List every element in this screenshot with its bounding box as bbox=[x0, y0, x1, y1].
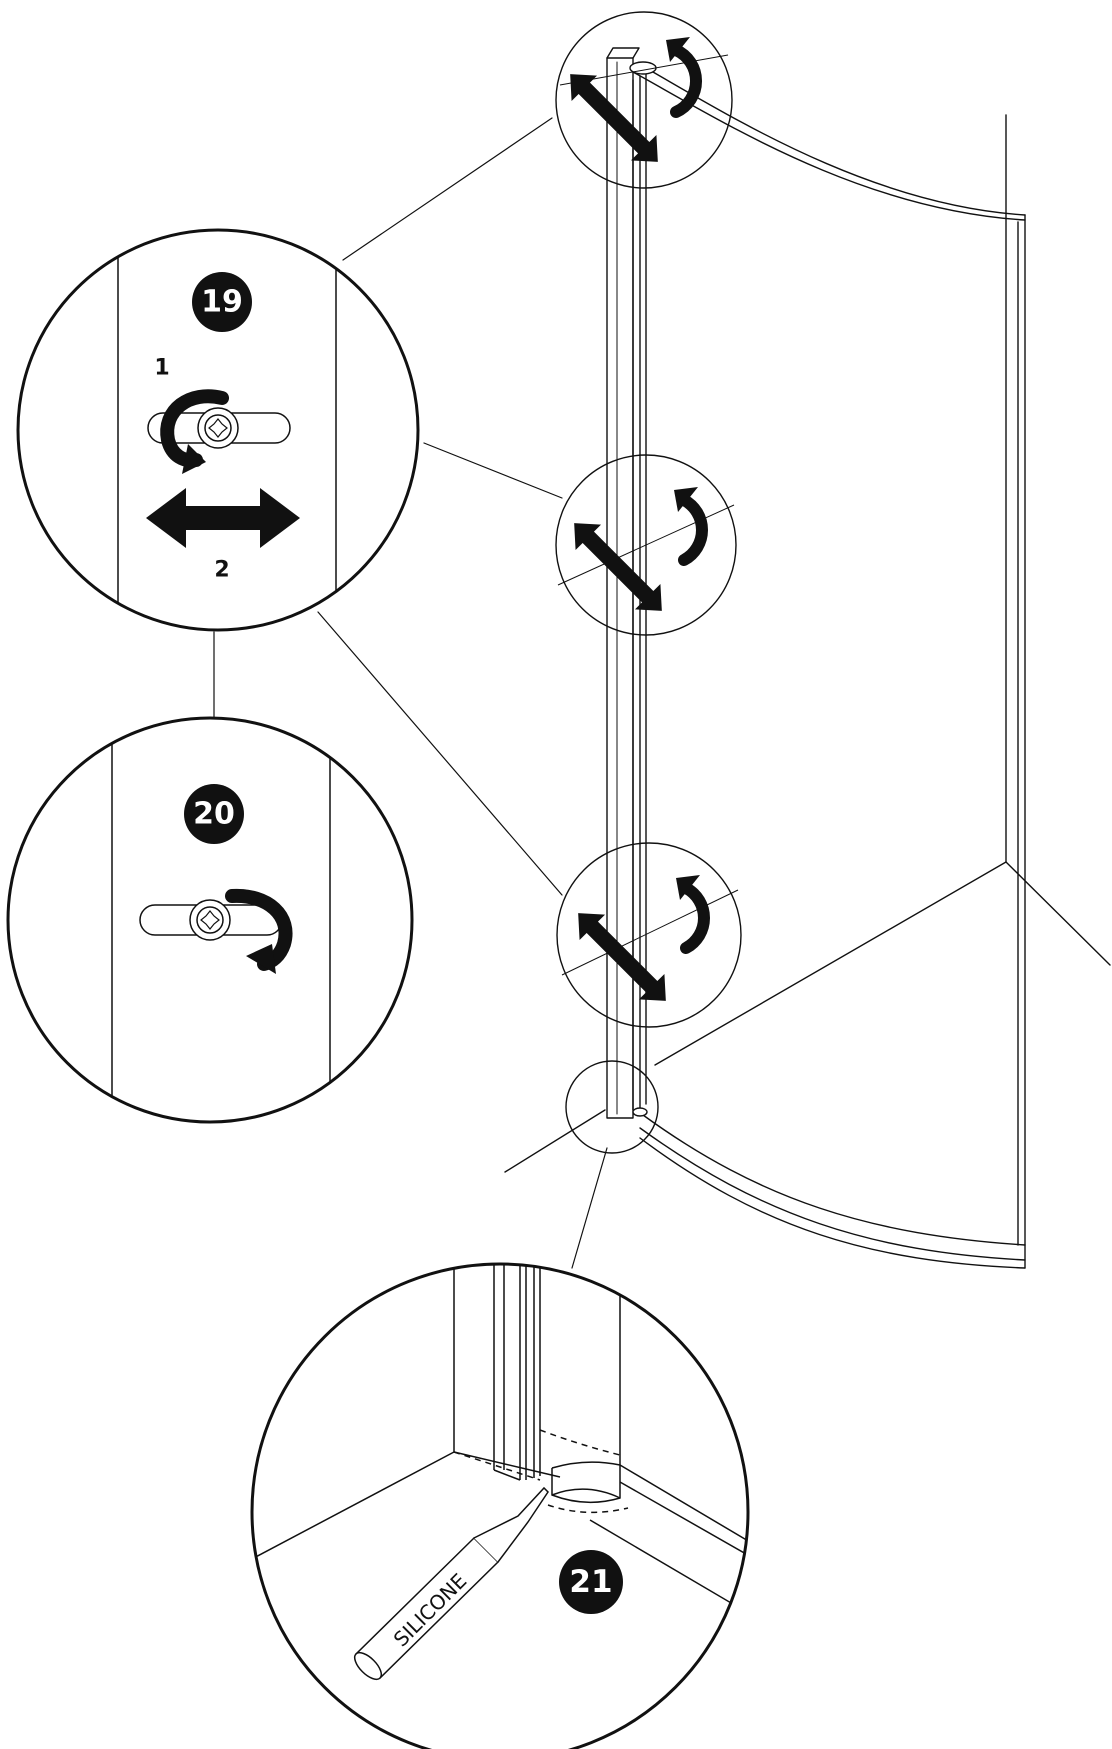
sub-step-label-1: 1 bbox=[154, 356, 169, 381]
leader-lines bbox=[213, 117, 608, 1269]
hinge-detail-middle bbox=[555, 454, 737, 636]
step-badge-19: 19 bbox=[192, 272, 252, 332]
slide-arrow-icon bbox=[574, 523, 662, 611]
step-number-20: 20 bbox=[193, 797, 235, 832]
sub-step-label-2: 2 bbox=[214, 558, 229, 583]
adjustment-slot bbox=[139, 899, 283, 941]
tighten-arrow-icon bbox=[225, 888, 293, 974]
main-assembly bbox=[213, 47, 1111, 1269]
adjustment-slot bbox=[147, 407, 291, 449]
loosen-arrow-icon bbox=[160, 389, 229, 474]
slide-arrow-icon bbox=[570, 74, 658, 162]
step-badge-20: 20 bbox=[184, 784, 244, 844]
step-number-21: 21 bbox=[569, 1564, 612, 1600]
hinge-detail-top bbox=[555, 11, 733, 189]
detail-21: 21 SILICONE bbox=[250, 1262, 750, 1749]
detail-19: 19 1 2 bbox=[16, 228, 420, 632]
slide-arrow-icon bbox=[578, 913, 666, 1001]
rotate-arrow-icon bbox=[666, 37, 702, 118]
step-badge-21: 21 bbox=[559, 1550, 623, 1614]
glass-panel bbox=[629, 61, 1026, 1269]
rotate-arrow-icon bbox=[676, 875, 710, 954]
silicone-tube-icon bbox=[353, 1486, 549, 1681]
step-number-19: 19 bbox=[201, 285, 243, 320]
floor-junction-circle bbox=[565, 1060, 659, 1154]
wall-lines bbox=[504, 114, 1111, 1173]
detail-20: 20 bbox=[6, 716, 414, 1124]
hinge-detail-lower bbox=[556, 842, 742, 1028]
slide-arrow-icon bbox=[146, 488, 300, 548]
rotate-arrow-icon bbox=[674, 487, 708, 566]
